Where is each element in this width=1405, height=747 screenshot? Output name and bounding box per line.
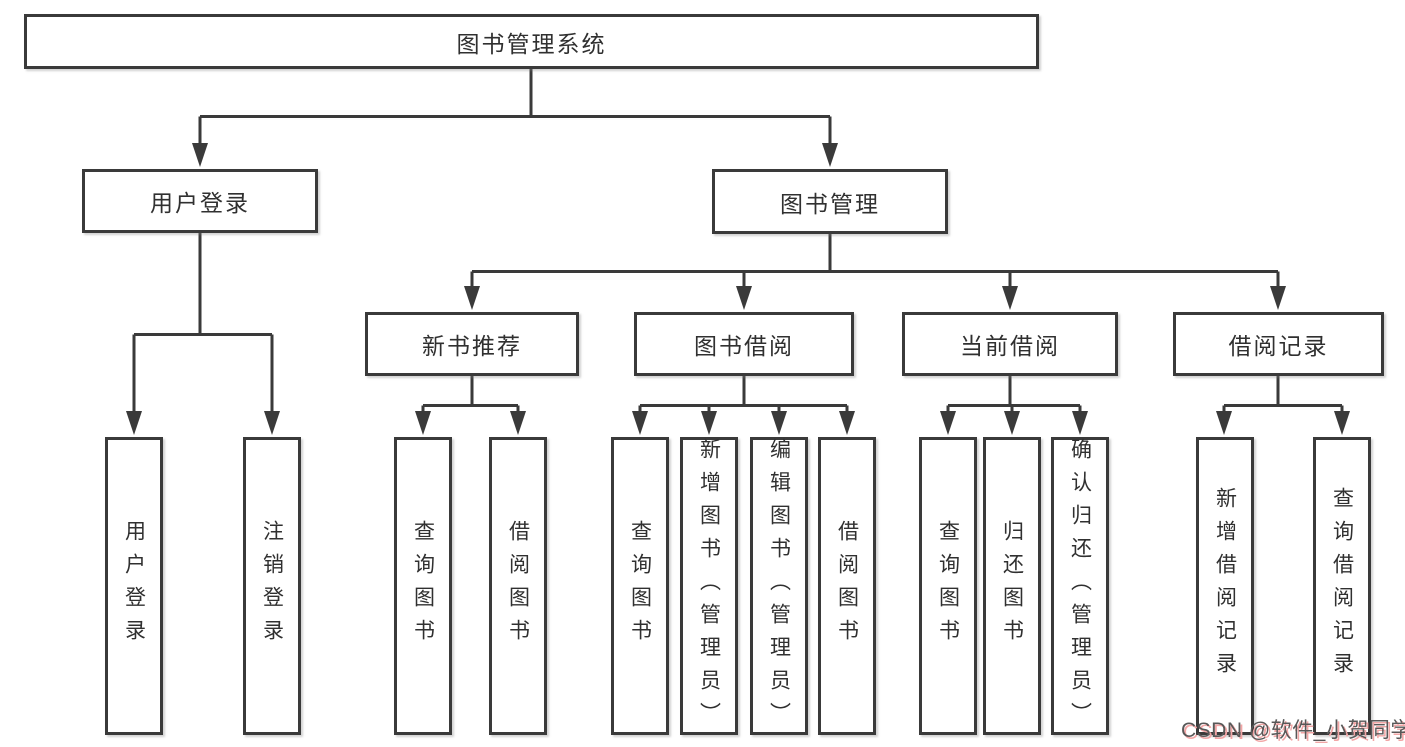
leaf-borrowing-edit-books-admin: 编辑图书（管理员） — [750, 437, 808, 735]
leaf-borrowing-add-books-admin: 新增图书（管理员） — [680, 437, 738, 735]
leaf-logout: 注销登录 — [243, 437, 301, 735]
node-book-management: 图书管理 — [712, 169, 948, 234]
csdn-watermark: CSDN @软件_小贺同学 — [1181, 714, 1405, 744]
node-label: 当前借阅 — [960, 333, 1060, 359]
leaf-user-login: 用户登录 — [105, 437, 163, 735]
node-label: 查询图书 — [936, 520, 960, 652]
node-label: 注销登录 — [260, 520, 284, 652]
node-label: 图书管理系统 — [456, 30, 607, 57]
node-label: 查询图书 — [628, 520, 652, 652]
node-label: 图书借阅 — [694, 333, 794, 359]
leaf-recommend-borrow-books: 借阅图书 — [489, 437, 547, 735]
node-user-login: 用户登录 — [82, 169, 318, 233]
node-current-borrowing: 当前借阅 — [902, 312, 1118, 376]
leaf-current-query-books: 查询图书 — [919, 437, 977, 735]
node-label: 归还图书 — [1000, 520, 1024, 652]
arrowhead-icons — [126, 143, 1350, 435]
node-label: 借阅记录 — [1228, 333, 1329, 359]
node-new-book-recommendation: 新书推荐 — [365, 312, 579, 376]
node-borrowing-records: 借阅记录 — [1173, 312, 1384, 376]
node-label: 编辑图书（管理员） — [767, 437, 791, 735]
leaf-borrowing-query-books: 查询图书 — [611, 437, 669, 735]
node-label: 借阅图书 — [506, 520, 530, 652]
node-label: 新增图书（管理员） — [697, 437, 721, 735]
leaf-records-add-record: 新增借阅记录 — [1196, 437, 1254, 735]
node-label: 用户登录 — [122, 520, 146, 652]
leaf-borrowing-borrow-books: 借阅图书 — [818, 437, 876, 735]
leaf-recommend-query-books: 查询图书 — [394, 437, 452, 735]
node-book-borrowing: 图书借阅 — [634, 312, 854, 376]
node-label: 查询图书 — [411, 520, 435, 652]
node-label: 借阅图书 — [835, 520, 859, 652]
node-label: 新增借阅记录 — [1213, 487, 1237, 685]
watermark-text: CSDN @软件_小贺同学 — [1181, 719, 1405, 742]
node-label: 图书管理 — [780, 190, 880, 217]
leaf-current-confirm-return-admin: 确认归还（管理员） — [1051, 437, 1109, 735]
node-label: 确认归还（管理员） — [1068, 437, 1092, 735]
node-label: 查询借阅记录 — [1330, 487, 1354, 685]
leaf-current-return-books: 归还图书 — [983, 437, 1041, 735]
node-label: 新书推荐 — [422, 333, 522, 359]
node-label: 用户登录 — [150, 190, 250, 216]
leaf-records-query-record: 查询借阅记录 — [1313, 437, 1371, 735]
node-root-library-system: 图书管理系统 — [24, 14, 1039, 69]
